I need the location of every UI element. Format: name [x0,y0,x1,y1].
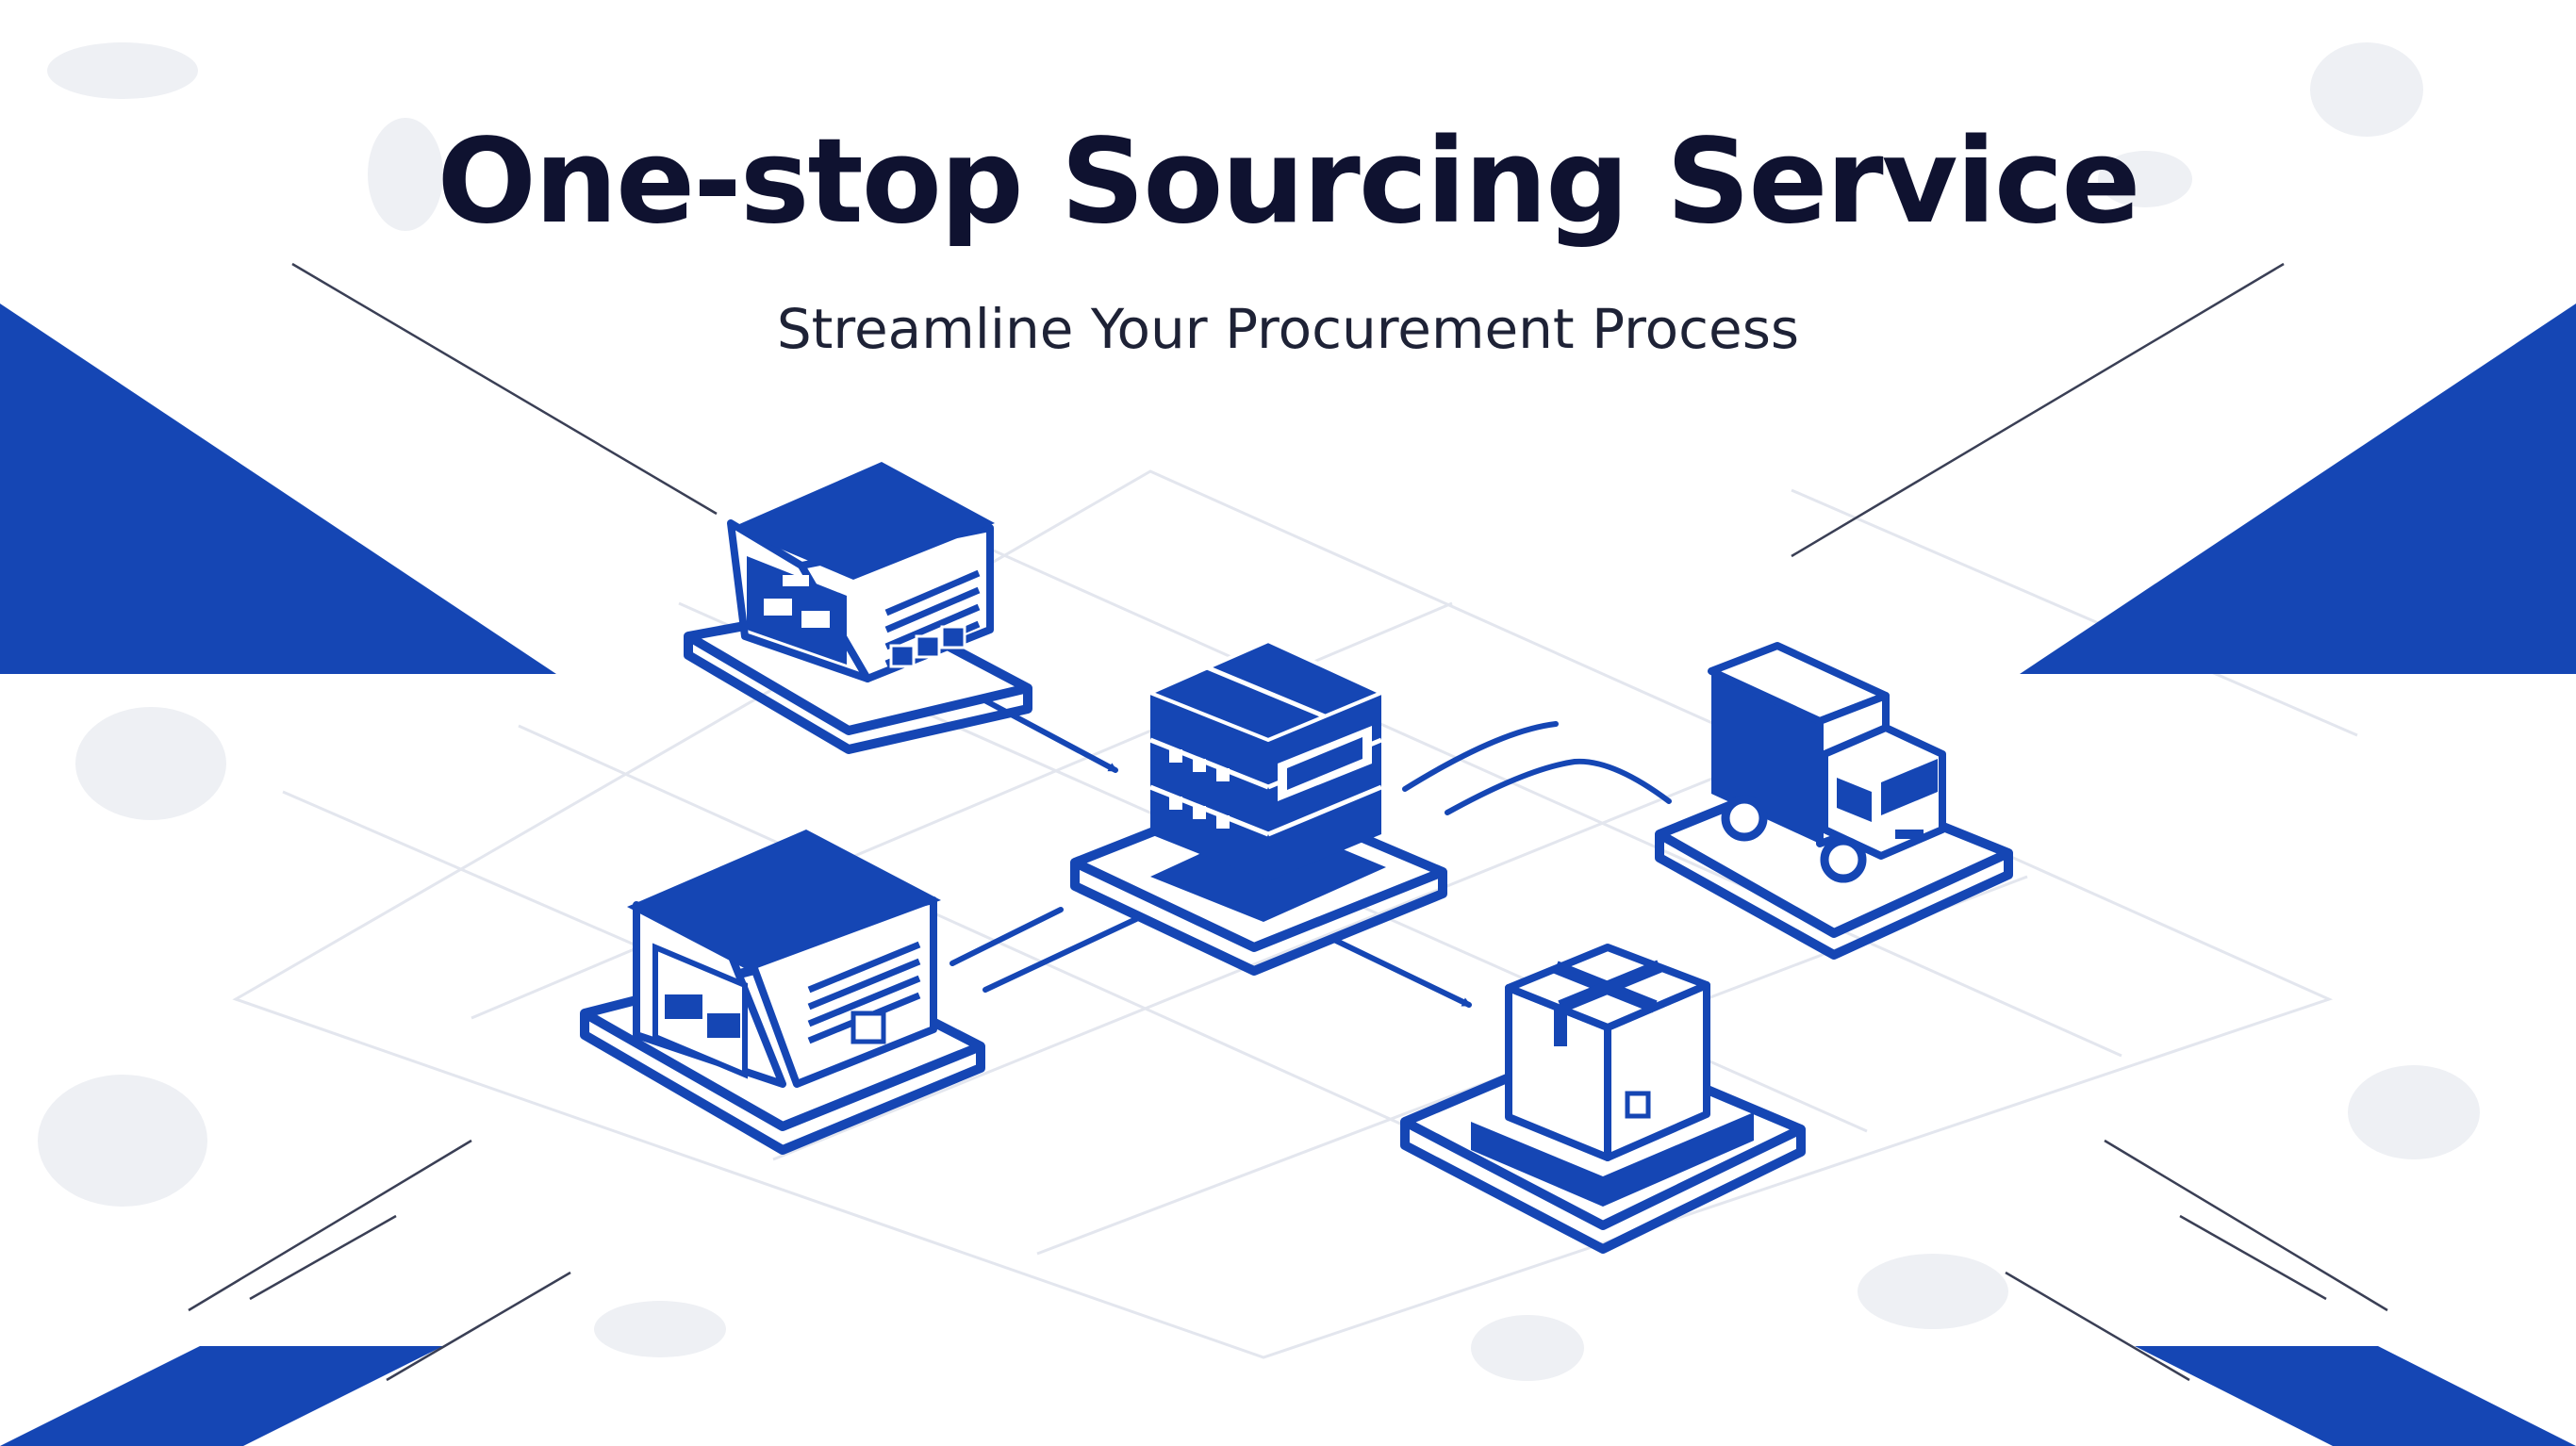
connector-storage-to-pallets-2 [983,916,1139,993]
page-title: One-stop Sourcing Service [437,114,2140,250]
package-box-icon [1400,944,1806,1254]
flow-connectors [949,693,1672,1008]
delivery-truck-icon [1655,642,2013,960]
connector-pallets-to-truck-1 [1402,721,1559,792]
connector-storage-to-pallets-1 [949,907,1064,966]
pallet-stack-icon [1070,638,1447,976]
warehouse-icon [684,462,1032,754]
page-subtitle: Streamline Your Procurement Process [776,297,1800,361]
arrow-warehouse-to-pallets [973,693,1118,773]
storage-facility-icon [580,830,985,1155]
connector-pallets-to-truck-2 [1445,758,1672,815]
arrow-pallets-to-box [1331,937,1472,1008]
corner-shapes [0,304,2576,1446]
decorative-lines [188,262,2388,1382]
background-smudges [38,42,2480,1381]
